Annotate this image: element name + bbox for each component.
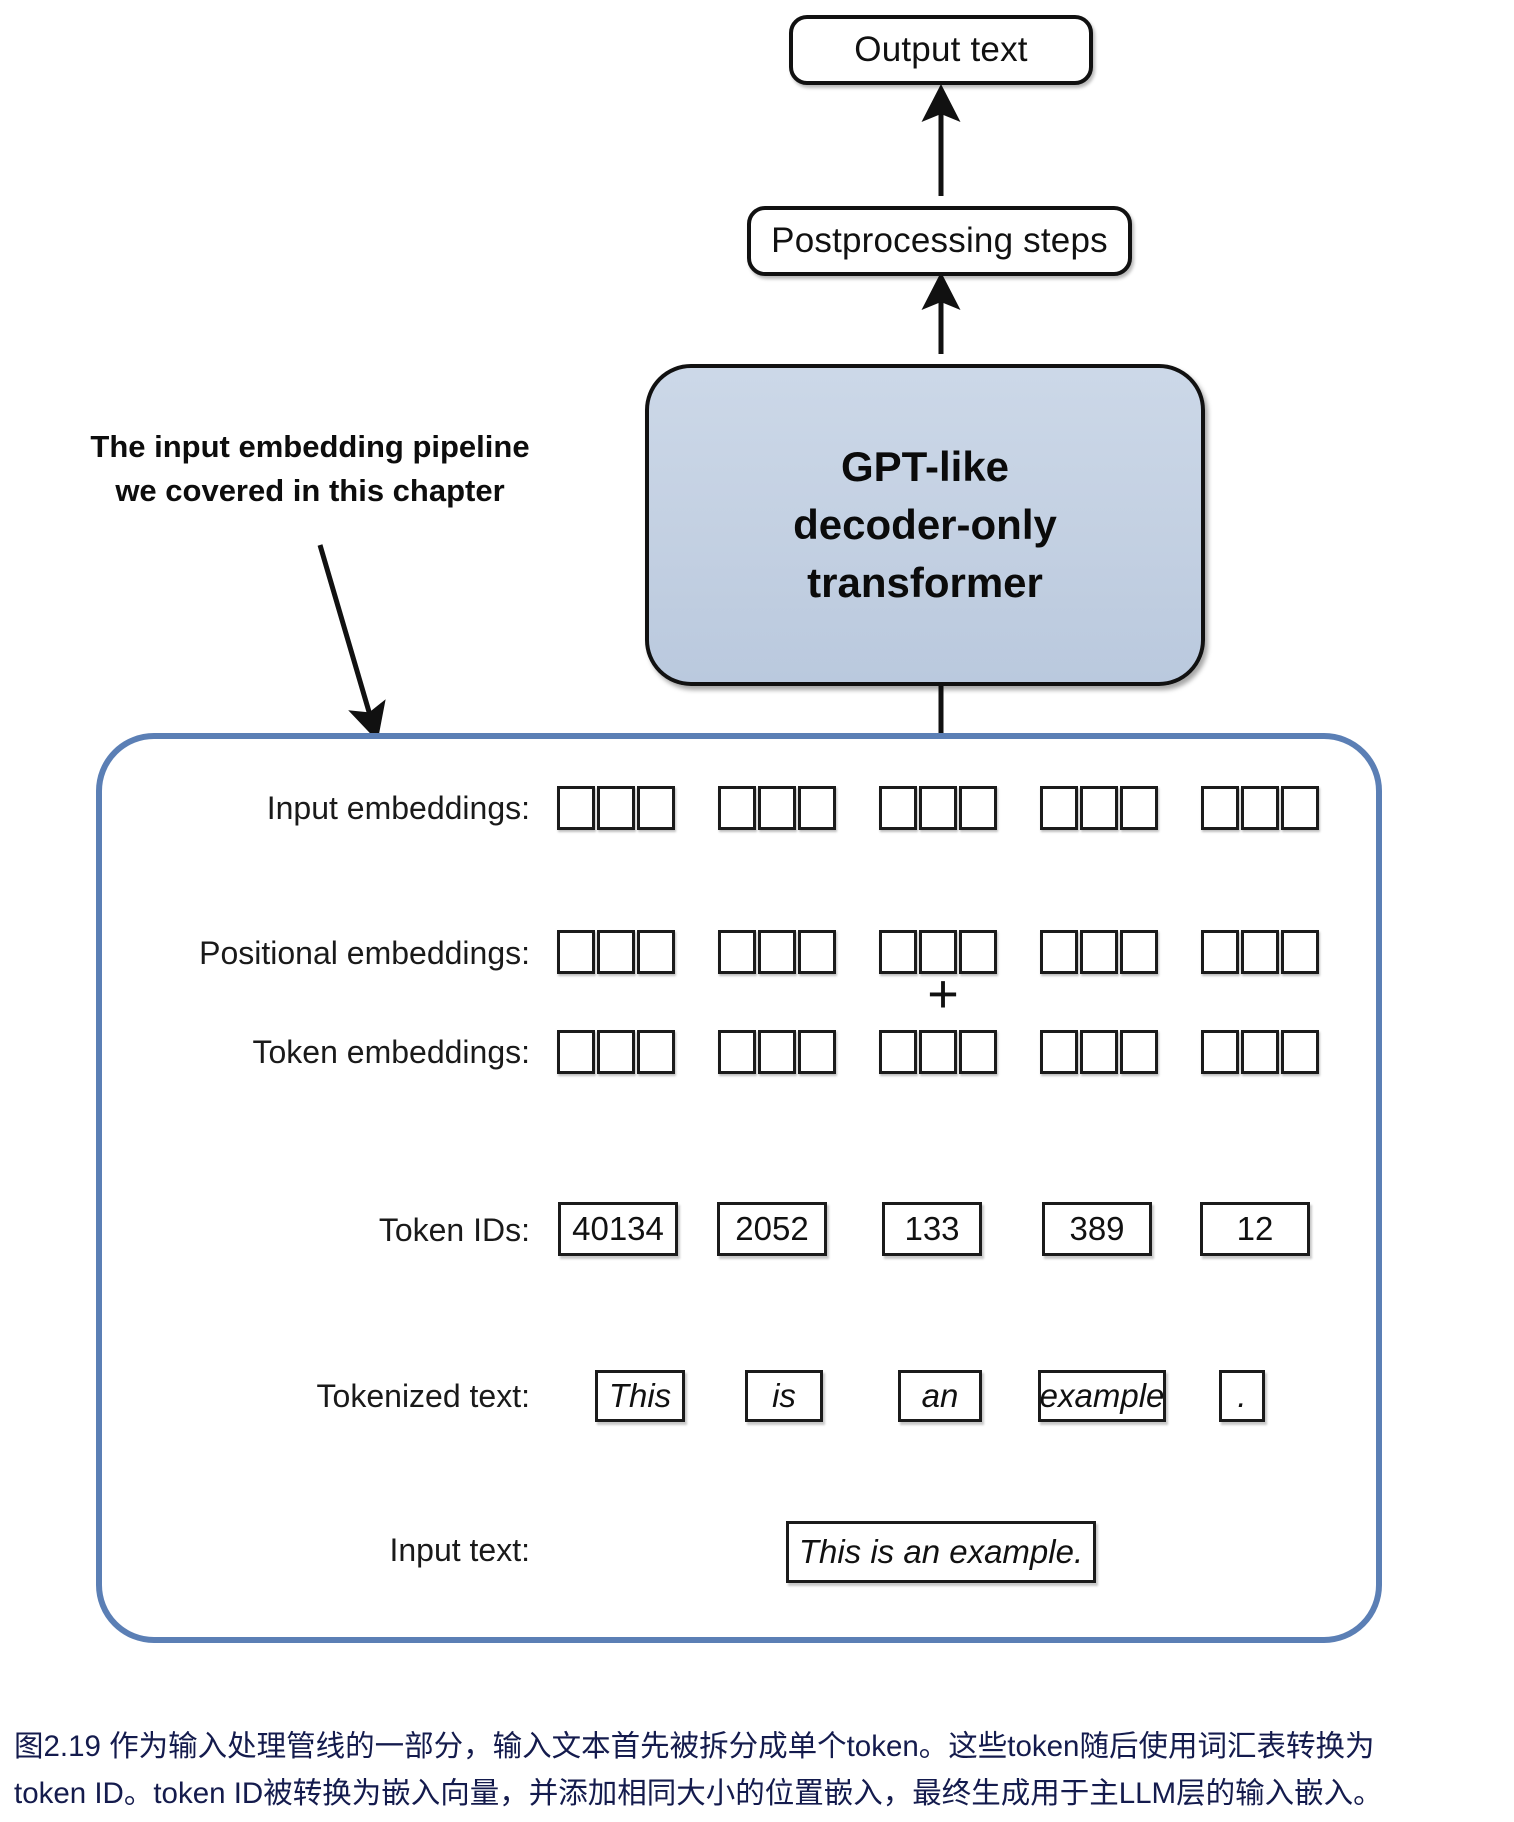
token-box: This bbox=[595, 1370, 685, 1422]
caption-line-1: 图2.19 作为输入处理管线的一部分，输入文本首先被拆分成单个token。这些t… bbox=[14, 1730, 1375, 1763]
pipeline-annotation: The input embedding pipeline we covered … bbox=[90, 425, 530, 513]
token-embedding-cell bbox=[1080, 1030, 1118, 1074]
output-text-label: Output text bbox=[854, 30, 1028, 69]
input-embedding-group bbox=[1201, 786, 1319, 830]
positional-embedding-cell bbox=[1241, 930, 1279, 974]
positional-embedding-cell bbox=[1281, 930, 1319, 974]
input-embedding-group bbox=[879, 786, 997, 830]
positional-embedding-cell bbox=[919, 930, 957, 974]
figure-caption: 图2.19 作为输入处理管线的一部分，输入文本首先被拆分成单个token。这些t… bbox=[14, 1724, 1504, 1817]
token-box: . bbox=[1219, 1370, 1265, 1422]
label-input-text: Input text: bbox=[389, 1532, 530, 1568]
label-token-ids: Token IDs: bbox=[378, 1212, 530, 1248]
input-embedding-group bbox=[1040, 786, 1158, 830]
positional-embedding-cell bbox=[959, 930, 997, 974]
input-embedding-pipeline-container bbox=[96, 733, 1382, 1643]
postprocessing-steps-box: Postprocessing steps bbox=[747, 206, 1132, 276]
token-id-box: 12 bbox=[1200, 1202, 1310, 1256]
input-embedding-cell bbox=[718, 786, 756, 830]
label-tokenized-text: Tokenized text: bbox=[316, 1378, 530, 1414]
positional-embedding-cell bbox=[637, 930, 675, 974]
token-id-box: 40134 bbox=[558, 1202, 678, 1256]
input-embedding-cell bbox=[557, 786, 595, 830]
input-embedding-cell bbox=[959, 786, 997, 830]
positional-embedding-cell bbox=[557, 930, 595, 974]
label-input-embeddings: Input embeddings: bbox=[266, 790, 530, 826]
input-embedding-cell bbox=[919, 786, 957, 830]
positional-embedding-cell bbox=[597, 930, 635, 974]
token-embedding-cell bbox=[1040, 1030, 1078, 1074]
input-embedding-cell bbox=[1281, 786, 1319, 830]
positional-embedding-group bbox=[879, 930, 997, 974]
token-embedding-cell bbox=[597, 1030, 635, 1074]
positional-embedding-cell bbox=[758, 930, 796, 974]
token-id-box: 2052 bbox=[717, 1202, 827, 1256]
input-text-box: This is an example. bbox=[786, 1521, 1096, 1583]
token-embedding-group bbox=[879, 1030, 997, 1074]
token-embedding-cell bbox=[1281, 1030, 1319, 1074]
token-embedding-cell bbox=[718, 1030, 756, 1074]
input-embedding-cell bbox=[637, 786, 675, 830]
positional-embedding-group bbox=[718, 930, 836, 974]
input-embedding-cell bbox=[1201, 786, 1239, 830]
input-embedding-cell bbox=[879, 786, 917, 830]
token-embedding-cell bbox=[879, 1030, 917, 1074]
token-embedding-group bbox=[1201, 1030, 1319, 1074]
input-embedding-group bbox=[557, 786, 675, 830]
input-embedding-cell bbox=[1241, 786, 1279, 830]
positional-embedding-cell bbox=[718, 930, 756, 974]
positional-embedding-group bbox=[1040, 930, 1158, 974]
plus-symbol: + bbox=[927, 964, 959, 1024]
input-embedding-cell bbox=[798, 786, 836, 830]
token-id-box: 133 bbox=[882, 1202, 982, 1256]
token-box: example bbox=[1038, 1370, 1166, 1422]
positional-embedding-cell bbox=[798, 930, 836, 974]
caption-line-2: token ID。token ID被转换为嵌入向量，并添加相同大小的位置嵌入，最… bbox=[14, 1776, 1383, 1810]
positional-embedding-cell bbox=[879, 930, 917, 974]
token-box: an bbox=[898, 1370, 982, 1422]
positional-embedding-group bbox=[557, 930, 675, 974]
token-embedding-group bbox=[718, 1030, 836, 1074]
token-embedding-cell bbox=[959, 1030, 997, 1074]
gpt-decoder-transformer-box: GPT-like decoder-only transformer bbox=[645, 364, 1205, 686]
input-embedding-cell bbox=[1040, 786, 1078, 830]
token-embedding-cell bbox=[798, 1030, 836, 1074]
input-embedding-group bbox=[718, 786, 836, 830]
model-line-1: GPT-like bbox=[840, 443, 1010, 491]
token-id-box: 389 bbox=[1042, 1202, 1152, 1256]
model-line-3: transformer bbox=[807, 558, 1043, 606]
annotation-line-2: we covered in this chapter bbox=[115, 473, 505, 509]
token-embedding-cell bbox=[919, 1030, 957, 1074]
input-embedding-cell bbox=[1120, 786, 1158, 830]
token-embedding-group bbox=[1040, 1030, 1158, 1074]
input-embedding-cell bbox=[597, 786, 635, 830]
input-embedding-cell bbox=[758, 786, 796, 830]
output-text-box: Output text bbox=[789, 15, 1093, 85]
arrow-annotation-pointer bbox=[317, 544, 386, 742]
token-embedding-cell bbox=[557, 1030, 595, 1074]
postprocessing-steps-label: Postprocessing steps bbox=[771, 221, 1108, 260]
positional-embedding-cell bbox=[1040, 930, 1078, 974]
positional-embedding-cell bbox=[1120, 930, 1158, 974]
token-embedding-cell bbox=[1120, 1030, 1158, 1074]
model-line-2: decoder-only bbox=[793, 501, 1057, 549]
token-embedding-cell bbox=[758, 1030, 796, 1074]
token-embedding-group bbox=[557, 1030, 675, 1074]
positional-embedding-group bbox=[1201, 930, 1319, 974]
label-positional-embeddings: Positional embeddings: bbox=[199, 935, 530, 971]
token-embedding-cell bbox=[1201, 1030, 1239, 1074]
label-token-embeddings: Token embeddings: bbox=[252, 1034, 530, 1070]
positional-embedding-cell bbox=[1201, 930, 1239, 974]
input-embedding-cell bbox=[1080, 786, 1118, 830]
token-embedding-cell bbox=[1241, 1030, 1279, 1074]
token-embedding-cell bbox=[637, 1030, 675, 1074]
annotation-line-1: The input embedding pipeline bbox=[90, 429, 530, 464]
token-box: is bbox=[745, 1370, 823, 1422]
positional-embedding-cell bbox=[1080, 930, 1118, 974]
